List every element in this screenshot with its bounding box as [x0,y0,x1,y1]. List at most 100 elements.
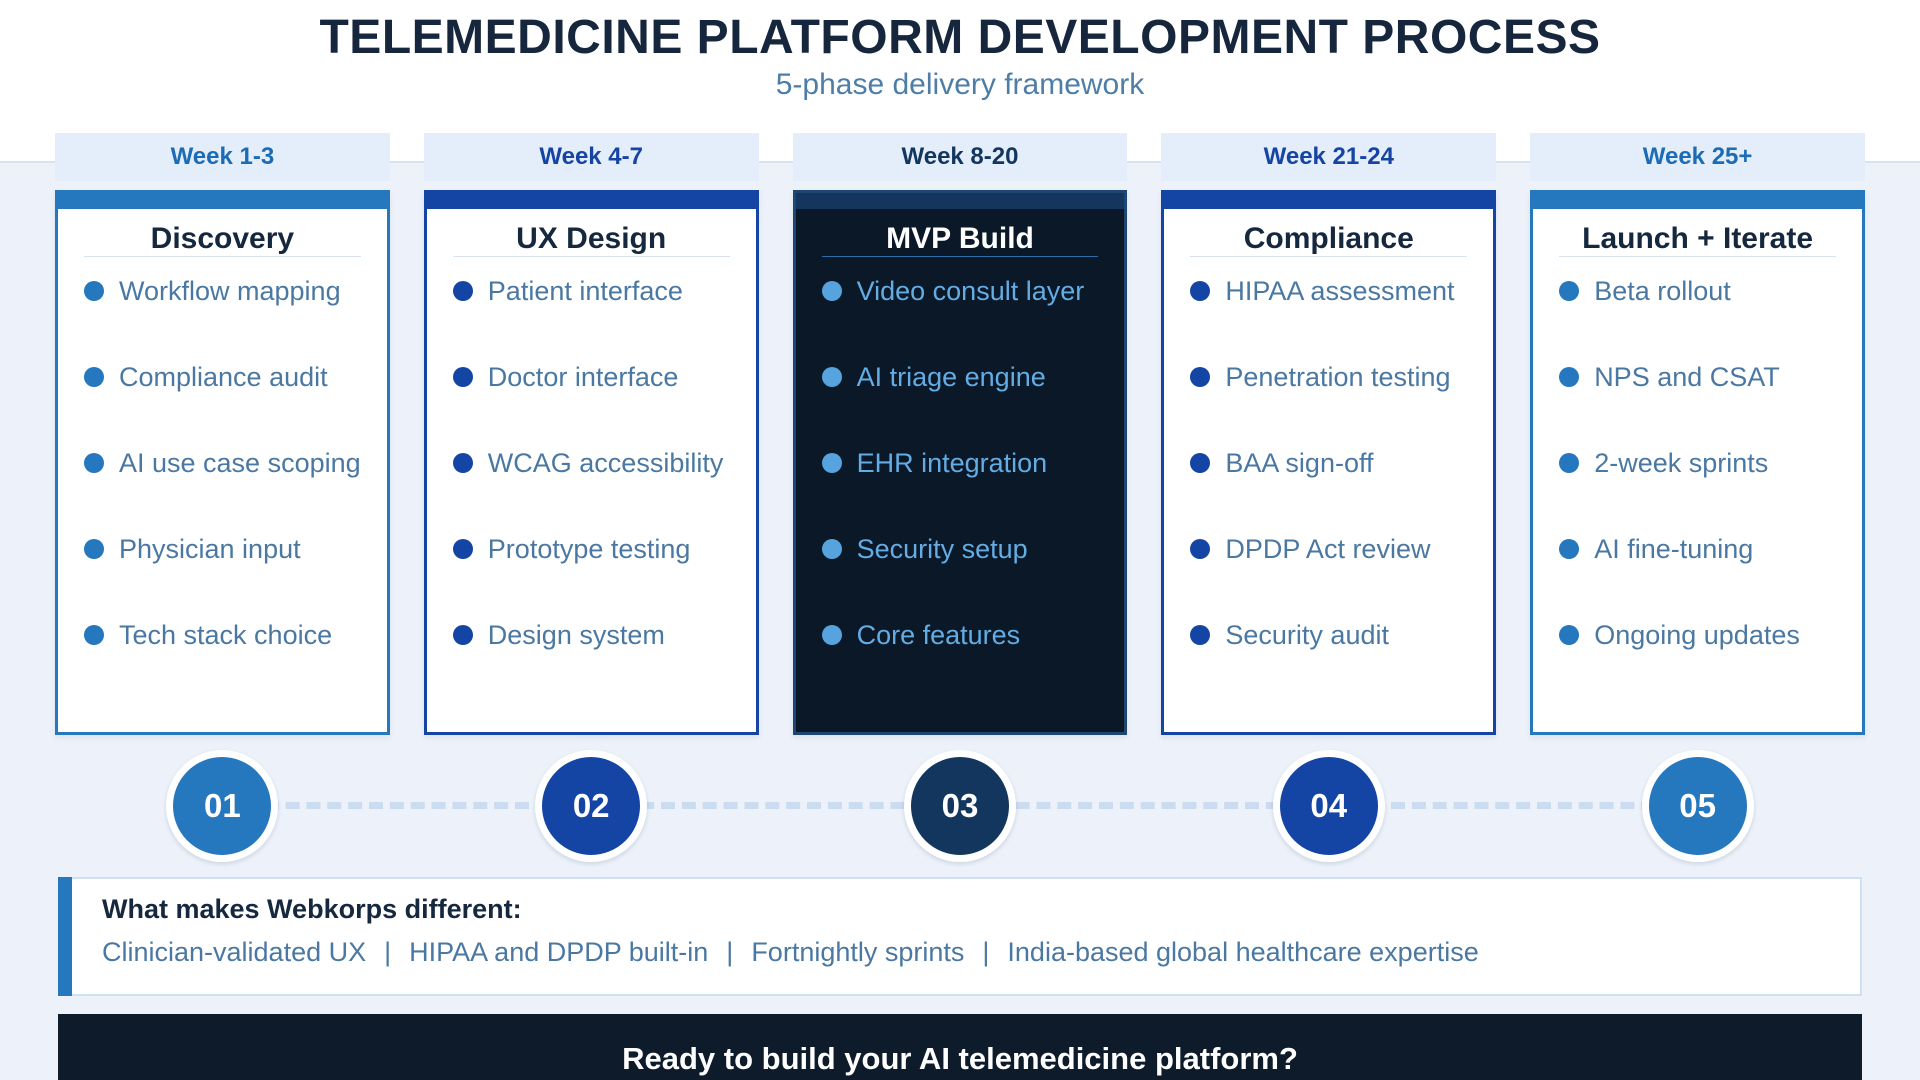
phase-item: Prototype testing [452,521,756,577]
phase-number-badge: 04 [1272,750,1385,862]
bullet-dot-icon [452,539,473,559]
phase-title: MVP Build [886,222,1034,255]
phase-item: Beta rollout [1559,263,1862,319]
item-label: Beta rollout [1594,275,1731,306]
bullet-dot-icon [1190,453,1211,473]
bullet-dot-icon [1190,367,1211,387]
bullet-dot-icon [1559,281,1580,301]
phase-item: Security setup [821,521,1125,577]
phase-item: HIPAA assessment [1190,263,1493,319]
page-title: TELEMEDICINE PLATFORM DEVELOPMENT PROCES… [319,11,1601,64]
bullet-dot-icon [821,625,842,645]
phase-item: AI fine-tuning [1559,521,1862,577]
separator: | [982,937,990,967]
item-label: Ongoing updates [1594,619,1800,650]
differentiator-item: Fortnightly sprints [751,937,965,967]
differentiators-accent-bar [58,877,72,996]
phase-number-badge: 02 [535,750,648,862]
week-tab: Week 21-24 [1161,133,1497,181]
differentiator-item: India-based global healthcare expertise [1007,937,1479,967]
bullet-dot-icon [1190,539,1211,559]
card-accent-bar [795,193,1125,209]
week-tab: Week 8-20 [792,133,1128,181]
bullet-dot-icon [821,281,842,301]
card-divider [452,256,730,257]
item-label: Doctor interface [487,361,679,392]
phase-item: Penetration testing [1190,349,1493,405]
phase-item: Ongoing updates [1559,607,1862,663]
bullet-dot-icon [1559,367,1580,387]
bullet-dot-icon [452,625,473,645]
phase-item: Physician input [84,521,387,577]
card-accent-bar [426,193,756,209]
phase-item: BAA sign-off [1190,435,1493,491]
card-accent-bar [58,193,387,209]
bullet-dot-icon [1559,539,1580,559]
bullet-dot-icon [1559,625,1580,645]
phase-item: Doctor interface [452,349,756,405]
item-label: Prototype testing [487,533,691,564]
card-accent-bar [1164,193,1494,209]
item-label: Compliance audit [119,361,328,392]
card-divider [1190,256,1468,257]
bullet-dot-icon [452,367,473,387]
phase-item: 2-week sprints [1559,435,1862,491]
item-label: EHR integration [856,447,1048,478]
timeline: 01 02 03 04 05 [55,735,1865,877]
phase-item: Tech stack choice [84,607,387,663]
phase-item: Design system [452,607,756,663]
phase-item: Patient interface [452,263,756,319]
item-label: Physician input [119,533,301,564]
phase-title: Launch + Iterate [1582,222,1814,255]
separator: | [726,937,734,967]
bullet-dot-icon [1559,453,1580,473]
bullet-dot-icon [821,539,842,559]
phase-item: Video consult layer [821,263,1125,319]
item-label: Video consult layer [856,275,1085,306]
phase-item: AI use case scoping [84,435,387,491]
item-label: AI triage engine [856,361,1046,392]
phase-title: UX Design [516,222,667,255]
phase-number-badge: 03 [903,750,1016,862]
item-label: AI use case scoping [119,447,361,478]
bullet-dot-icon [84,453,104,473]
item-label: AI fine-tuning [1594,533,1754,564]
bullet-dot-icon [84,539,104,559]
item-label: Patient interface [487,275,683,306]
week-tab: Week 1-3 [55,133,390,181]
phase-item: NPS and CSAT [1559,349,1862,405]
week-tab: Week 4-7 [423,133,759,181]
differentiators-line: Clinician-validated UX|HIPAA and DPDP bu… [102,937,1479,968]
phase-item: Security audit [1190,607,1493,663]
timeline-step-3: 03 [793,735,1128,877]
item-label: Penetration testing [1225,361,1451,392]
item-label: HIPAA assessment [1225,275,1455,306]
phase-title: Discovery [150,222,295,255]
bullet-dot-icon [84,367,104,387]
phase-item: AI triage engine [821,349,1125,405]
item-label: Design system [487,619,665,650]
bullet-dot-icon [1190,281,1211,301]
phase-item: DPDP Act review [1190,521,1493,577]
item-label: NPS and CSAT [1594,361,1780,392]
phase-title: Compliance [1243,222,1414,255]
timeline-step-1: 01 [55,735,390,877]
week-tab: Week 25+ [1530,133,1865,181]
item-label: Security audit [1225,619,1389,650]
phase-item: Compliance audit [84,349,387,405]
cta-banner: Ready to build your AI telemedicine plat… [58,1014,1862,1080]
phase-number-badge: 01 [166,750,279,862]
timeline-step-5: 05 [1530,735,1865,877]
item-label: Tech stack choice [119,619,333,650]
timeline-step-2: 02 [424,735,759,877]
